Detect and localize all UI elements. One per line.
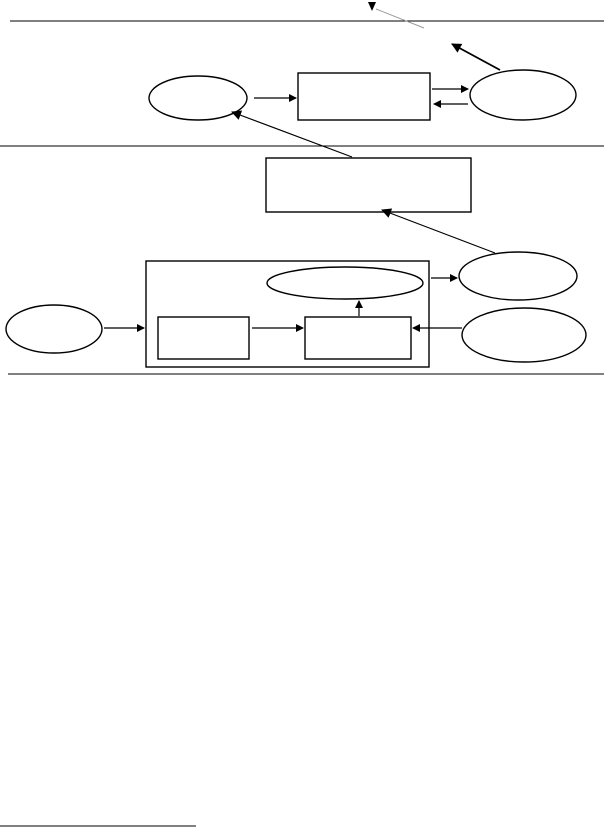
ellipse-section1-right (469, 69, 577, 121)
ellipse-outer-right-top (458, 251, 578, 301)
arrow-wide-box-to-left-ellipse (231, 110, 353, 158)
ellipse-outer-left (5, 304, 103, 354)
box-section1-center (297, 72, 431, 121)
box-inner-left (157, 316, 250, 360)
ellipse-inner-top (266, 266, 424, 300)
arrow-lower-ellipse-to-wide-box (381, 208, 496, 254)
ellipse-outer-right-bottom (461, 307, 587, 363)
arrow-right-ellipse-up (451, 43, 501, 71)
box-section2-wide (265, 157, 472, 213)
box-inner-right (304, 316, 412, 360)
faint-arrow-line (375, 8, 425, 29)
faint-arrow-head-icon (368, 2, 376, 11)
ellipse-section1-left (148, 75, 248, 121)
